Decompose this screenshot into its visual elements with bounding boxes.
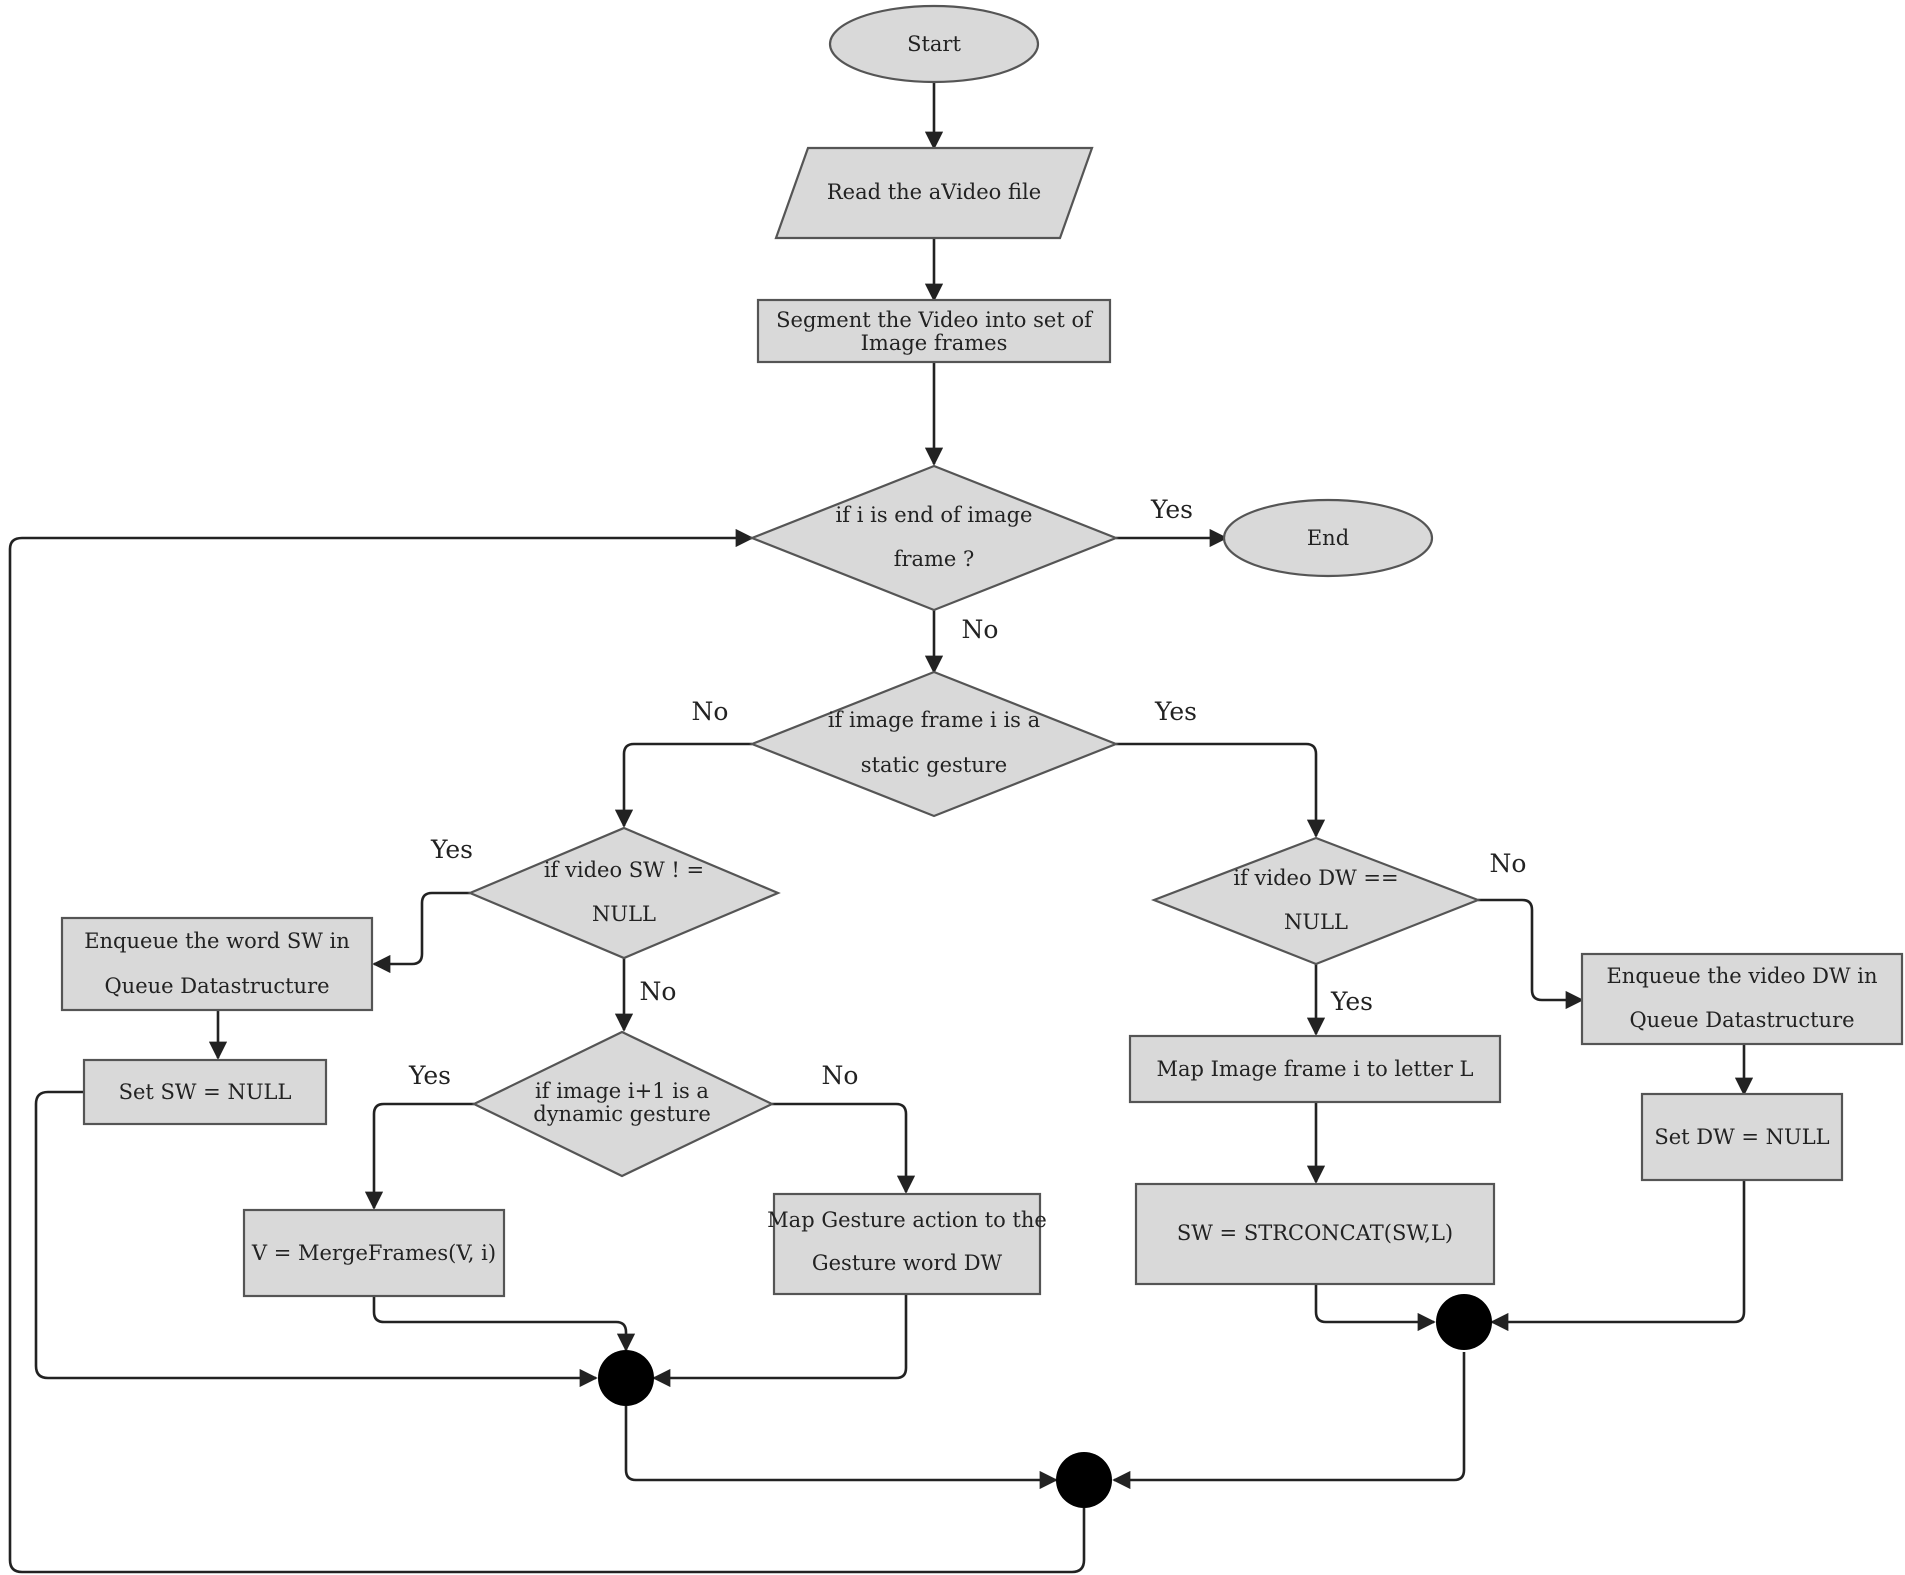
label-static-no: No (692, 697, 729, 726)
node-merge-frames-label: V = MergeFrames(V, i) (251, 1241, 496, 1265)
label-end-yes: Yes (1150, 495, 1193, 524)
edge-static-no-swcheck (614, 742, 752, 828)
node-dynamic-check-line2: dynamic gesture (533, 1102, 711, 1126)
node-map-gesture: Map Gesture action to the Gesture word D… (767, 1192, 1047, 1296)
edge-labels: Yes No No Yes Yes No No Yes Yes No (408, 495, 1526, 1090)
node-enqueue-sw-line1: Enqueue the word SW in (84, 929, 350, 953)
node-end: End (1222, 498, 1434, 578)
node-dynamic-check-line1: if image i+1 is a (535, 1079, 709, 1103)
label-dw-yes: Yes (1330, 987, 1373, 1016)
node-segment-line2: Image frames (861, 331, 1008, 355)
node-end-check-line1: if i is end of image (836, 503, 1033, 527)
connectors (8, 82, 1754, 1574)
node-merge-frames: V = MergeFrames(V, i) (242, 1208, 506, 1298)
node-strconcat: SW = STRCONCAT(SW,L) (1134, 1182, 1496, 1286)
edge-dw-no-enqueuedw (1478, 898, 1584, 1010)
node-end-check: if i is end of image frame ? (749, 464, 1119, 612)
merge-junction-right (1436, 1294, 1492, 1350)
node-dw-check: if video DW == NULL (1150, 836, 1482, 966)
node-sw-check-line2: NULL (592, 902, 656, 926)
label-sw-no: No (640, 977, 677, 1006)
label-dyn-no: No (822, 1061, 859, 1090)
node-set-sw-null-label: Set SW = NULL (119, 1080, 292, 1104)
edge-strconcat-junction2 (1314, 1284, 1436, 1332)
edge-merge-junction1 (372, 1296, 636, 1352)
node-read-video-label: Read the aVideo file (827, 180, 1041, 204)
edge-dyn-yes-merge (364, 1102, 474, 1210)
node-set-dw-null: Set DW = NULL (1640, 1092, 1844, 1182)
node-enqueue-dw-line2: Queue Datastructure (1629, 1008, 1854, 1032)
label-dw-no: No (1490, 849, 1527, 878)
edge-dyn-no-mapgesture (772, 1102, 916, 1194)
node-enqueue-dw: Enqueue the video DW in Queue Datastruct… (1580, 952, 1904, 1046)
node-set-sw-null: Set SW = NULL (82, 1058, 328, 1126)
node-static-check-line2: static gesture (861, 753, 1007, 777)
node-start: Start (828, 4, 1040, 84)
edge-junction1-junction3 (624, 1406, 1058, 1490)
label-end-no: No (962, 615, 999, 644)
node-static-check-line1: if image frame i is a (828, 708, 1040, 732)
node-enqueue-sw: Enqueue the word SW in Queue Datastructu… (60, 916, 374, 1012)
node-segment-line1: Segment the Video into set of (776, 308, 1094, 332)
node-map-gesture-line2: Gesture word DW (812, 1251, 1003, 1275)
node-enqueue-sw-line2: Queue Datastructure (104, 974, 329, 998)
node-end-check-line2: frame ? (894, 547, 975, 571)
node-segment: Segment the Video into set of Image fram… (756, 298, 1112, 364)
edge-mapgesture-junction1 (652, 1294, 908, 1388)
node-map-image: Map Image frame i to letter L (1128, 1034, 1502, 1104)
merge-junction-left (598, 1350, 654, 1406)
node-map-image-label: Map Image frame i to letter L (1156, 1057, 1473, 1081)
node-read-video: Read the aVideo file (774, 146, 1094, 240)
node-strconcat-label: SW = STRCONCAT(SW,L) (1177, 1221, 1453, 1245)
edge-loop-back-endcheck (8, 528, 1086, 1574)
node-map-gesture-line1: Map Gesture action to the (767, 1208, 1047, 1232)
edge-setdw-junction2 (1490, 1180, 1746, 1332)
edge-static-yes-dwcheck (1116, 742, 1326, 838)
node-end-label: End (1307, 526, 1349, 550)
edge-sw-yes-enqueuesw (372, 891, 470, 974)
node-dw-check-line1: if video DW == (1233, 866, 1398, 890)
node-sw-check-line1: if video SW ! = (544, 858, 704, 882)
node-enqueue-dw-line1: Enqueue the video DW in (1606, 964, 1877, 988)
node-dw-check-line2: NULL (1284, 910, 1348, 934)
label-sw-yes: Yes (430, 835, 473, 864)
edge-junction2-junction3 (1112, 1352, 1466, 1490)
merge-junction-bottom (1056, 1452, 1112, 1508)
node-sw-check: if video SW ! = NULL (467, 826, 781, 960)
node-dynamic-check: if image i+1 is a dynamic gesture (471, 1030, 775, 1178)
label-static-yes: Yes (1154, 697, 1197, 726)
node-static-check: if image frame i is a static gesture (749, 670, 1119, 818)
edge-setsw-junction1 (34, 1090, 598, 1388)
node-start-label: Start (907, 32, 961, 56)
label-dyn-yes: Yes (408, 1061, 451, 1090)
node-set-dw-null-label: Set DW = NULL (1654, 1125, 1829, 1149)
